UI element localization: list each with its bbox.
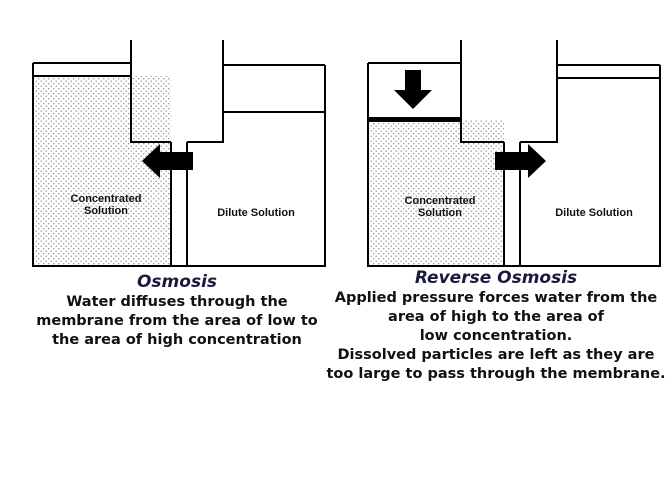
flow-arrow-right-icon <box>495 144 546 178</box>
osmosis-caption: Osmosis Water diffuses through the membr… <box>16 271 338 350</box>
osmosis-title: Osmosis <box>136 272 218 292</box>
osmosis-description-line: membrane from the area of low to <box>36 313 318 329</box>
reverse-osmosis-description-line: too large to pass through the membrane. <box>326 366 666 382</box>
reverse-osmosis-description-line: area of high to the area of <box>388 309 604 325</box>
dilute-label: Dilute Solution <box>217 207 295 219</box>
reverse-osmosis-description-line: low concentration. <box>419 328 573 344</box>
reverse-osmosis-description-line: Dissolved particles are left as they are <box>337 347 655 363</box>
reverse-osmosis-caption: Reverse Osmosis Applied pressure forces … <box>326 267 666 384</box>
container-outline <box>32 63 326 267</box>
concentrated-label-line2: Solution <box>418 207 462 219</box>
container-outline <box>367 63 661 267</box>
flow-arrow-left-icon <box>142 144 193 178</box>
osmosis-description-line: the area of high concentration <box>52 332 302 348</box>
osmosis-diagram: Concentrated Solution Dilute Solution <box>32 40 326 267</box>
concentrated-label-line2: Solution <box>84 205 128 217</box>
reverse-osmosis-diagram: Concentrated Solution Dilute Solution <box>367 40 661 267</box>
pressure-arrow-down-icon <box>394 70 432 109</box>
dilute-label: Dilute Solution <box>555 207 633 219</box>
reverse-osmosis-description-line: Applied pressure forces water from the <box>334 290 658 306</box>
pressure-piston-plate <box>368 117 461 122</box>
concentrated-label-line1: Concentrated <box>71 193 142 205</box>
concentrated-label-line1: Concentrated <box>405 195 476 207</box>
osmosis-description-line: Water diffuses through the <box>66 294 288 310</box>
concentrated-solution-area <box>33 76 171 266</box>
concentrated-solution-area <box>368 120 504 266</box>
reverse-osmosis-title: Reverse Osmosis <box>414 268 578 288</box>
